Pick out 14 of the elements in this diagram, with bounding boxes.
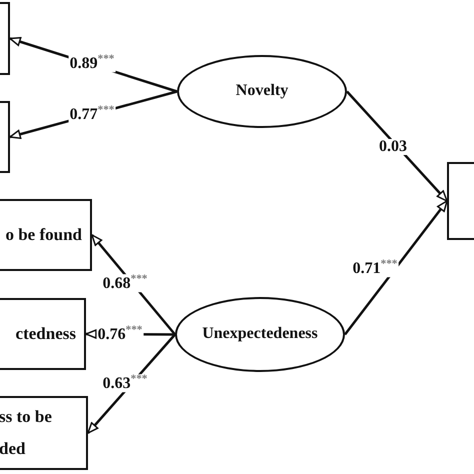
edge-label: 0.63$^{***}$ (102, 374, 148, 392)
observed-variable-box (0, 396, 88, 470)
variable-label: o be found (5, 224, 82, 246)
variable-label: ctedness (16, 322, 76, 345)
edge-label: 0.68$^{***}$ (102, 274, 148, 292)
variable-label: Novelty (236, 81, 288, 102)
arrow (344, 200, 448, 336)
variable-label: Unexpectedeness (202, 324, 318, 344)
edge-label: 0.77$^{***}$ (68, 105, 116, 123)
edge-label: 0.89$^{***}$ (68, 54, 116, 72)
observed-variable-box (0, 298, 86, 370)
edge-label: 0.03 (378, 139, 408, 155)
edge-label: 0.71$^{***}$ (352, 259, 398, 277)
observed-variable-box (0, 199, 92, 271)
